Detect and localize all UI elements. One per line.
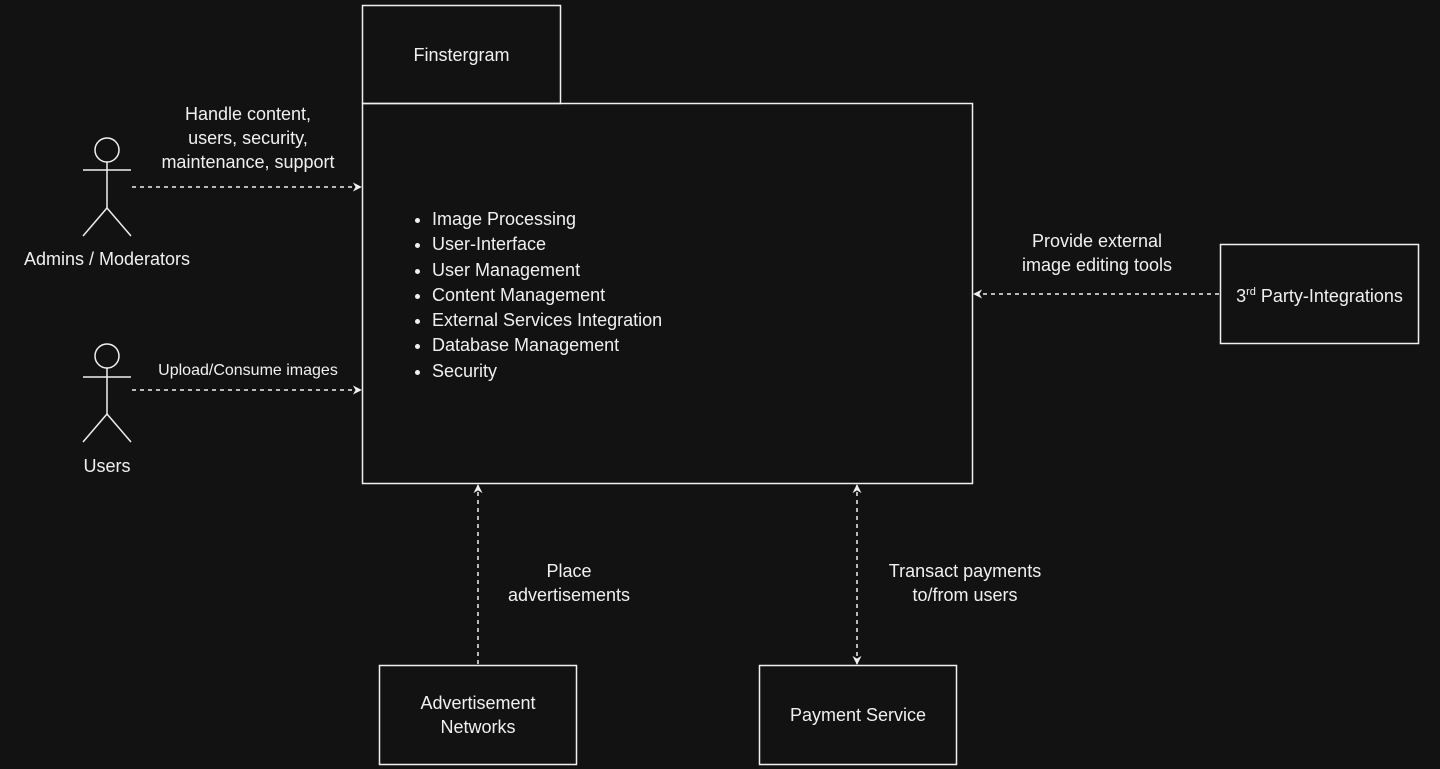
ad-networks-edge-label: Place advertisements bbox=[469, 559, 669, 607]
ad-networks-label-line: Networks bbox=[440, 717, 516, 737]
system-box[interactable] bbox=[361, 102, 974, 485]
payment-service-box[interactable] bbox=[758, 664, 958, 766]
payment-edge-label: Transact payments to/from users bbox=[855, 559, 1075, 607]
feature-item: External Services Integration bbox=[432, 308, 662, 333]
ad-networks-edge-label-line: Place bbox=[546, 561, 592, 581]
admins-actor-icon[interactable] bbox=[82, 137, 132, 237]
users-actor-icon[interactable] bbox=[82, 343, 132, 443]
feature-list: Image Processing User-Interface User Man… bbox=[410, 207, 662, 384]
ad-networks-label-line: Advertisement bbox=[420, 693, 536, 713]
third-party-edge-label: Provide external image editing tools bbox=[987, 229, 1207, 277]
third-party-box[interactable] bbox=[1219, 243, 1420, 345]
third-party-edge-label-line: Provide external bbox=[1031, 231, 1163, 251]
feature-item: Image Processing bbox=[432, 207, 662, 232]
feature-item: Security bbox=[432, 359, 662, 384]
users-actor-label: Users bbox=[83, 456, 131, 476]
admins-edge-label: Handle content, users, security, mainten… bbox=[138, 102, 358, 174]
feature-item: User Management bbox=[432, 258, 662, 283]
ad-networks-edge-label-line: advertisements bbox=[507, 585, 631, 605]
feature-item: Database Management bbox=[432, 333, 662, 358]
users-edge-label: Upload/Consume images bbox=[158, 362, 338, 379]
payment-service-label: Payment Service bbox=[789, 705, 927, 725]
payment-edge-label-line: to/from users bbox=[912, 585, 1018, 605]
admins-edge-label-line: users, security, bbox=[188, 128, 308, 148]
ad-networks-label: Advertisement Networks bbox=[379, 691, 577, 739]
admins-edge-label-line: maintenance, support bbox=[161, 152, 335, 172]
third-party-label-superscript: rd bbox=[1246, 286, 1256, 298]
admins-actor-label: Admins / Moderators bbox=[23, 249, 191, 269]
third-party-label: 3rd Party-Integrations bbox=[1220, 284, 1419, 308]
third-party-label-text: Party-Integrations bbox=[1255, 286, 1403, 306]
admins-edge-label-line: Handle content, bbox=[184, 104, 312, 124]
ad-networks-box[interactable] bbox=[378, 664, 578, 766]
payment-edge-label-line: Transact payments bbox=[888, 561, 1042, 581]
feature-item: Content Management bbox=[432, 283, 662, 308]
system-title: Finstergram bbox=[413, 45, 510, 65]
third-party-label-prefix: 3 bbox=[1236, 286, 1247, 306]
third-party-edge-label-line: image editing tools bbox=[1021, 255, 1173, 275]
feature-item: User-Interface bbox=[432, 232, 662, 257]
